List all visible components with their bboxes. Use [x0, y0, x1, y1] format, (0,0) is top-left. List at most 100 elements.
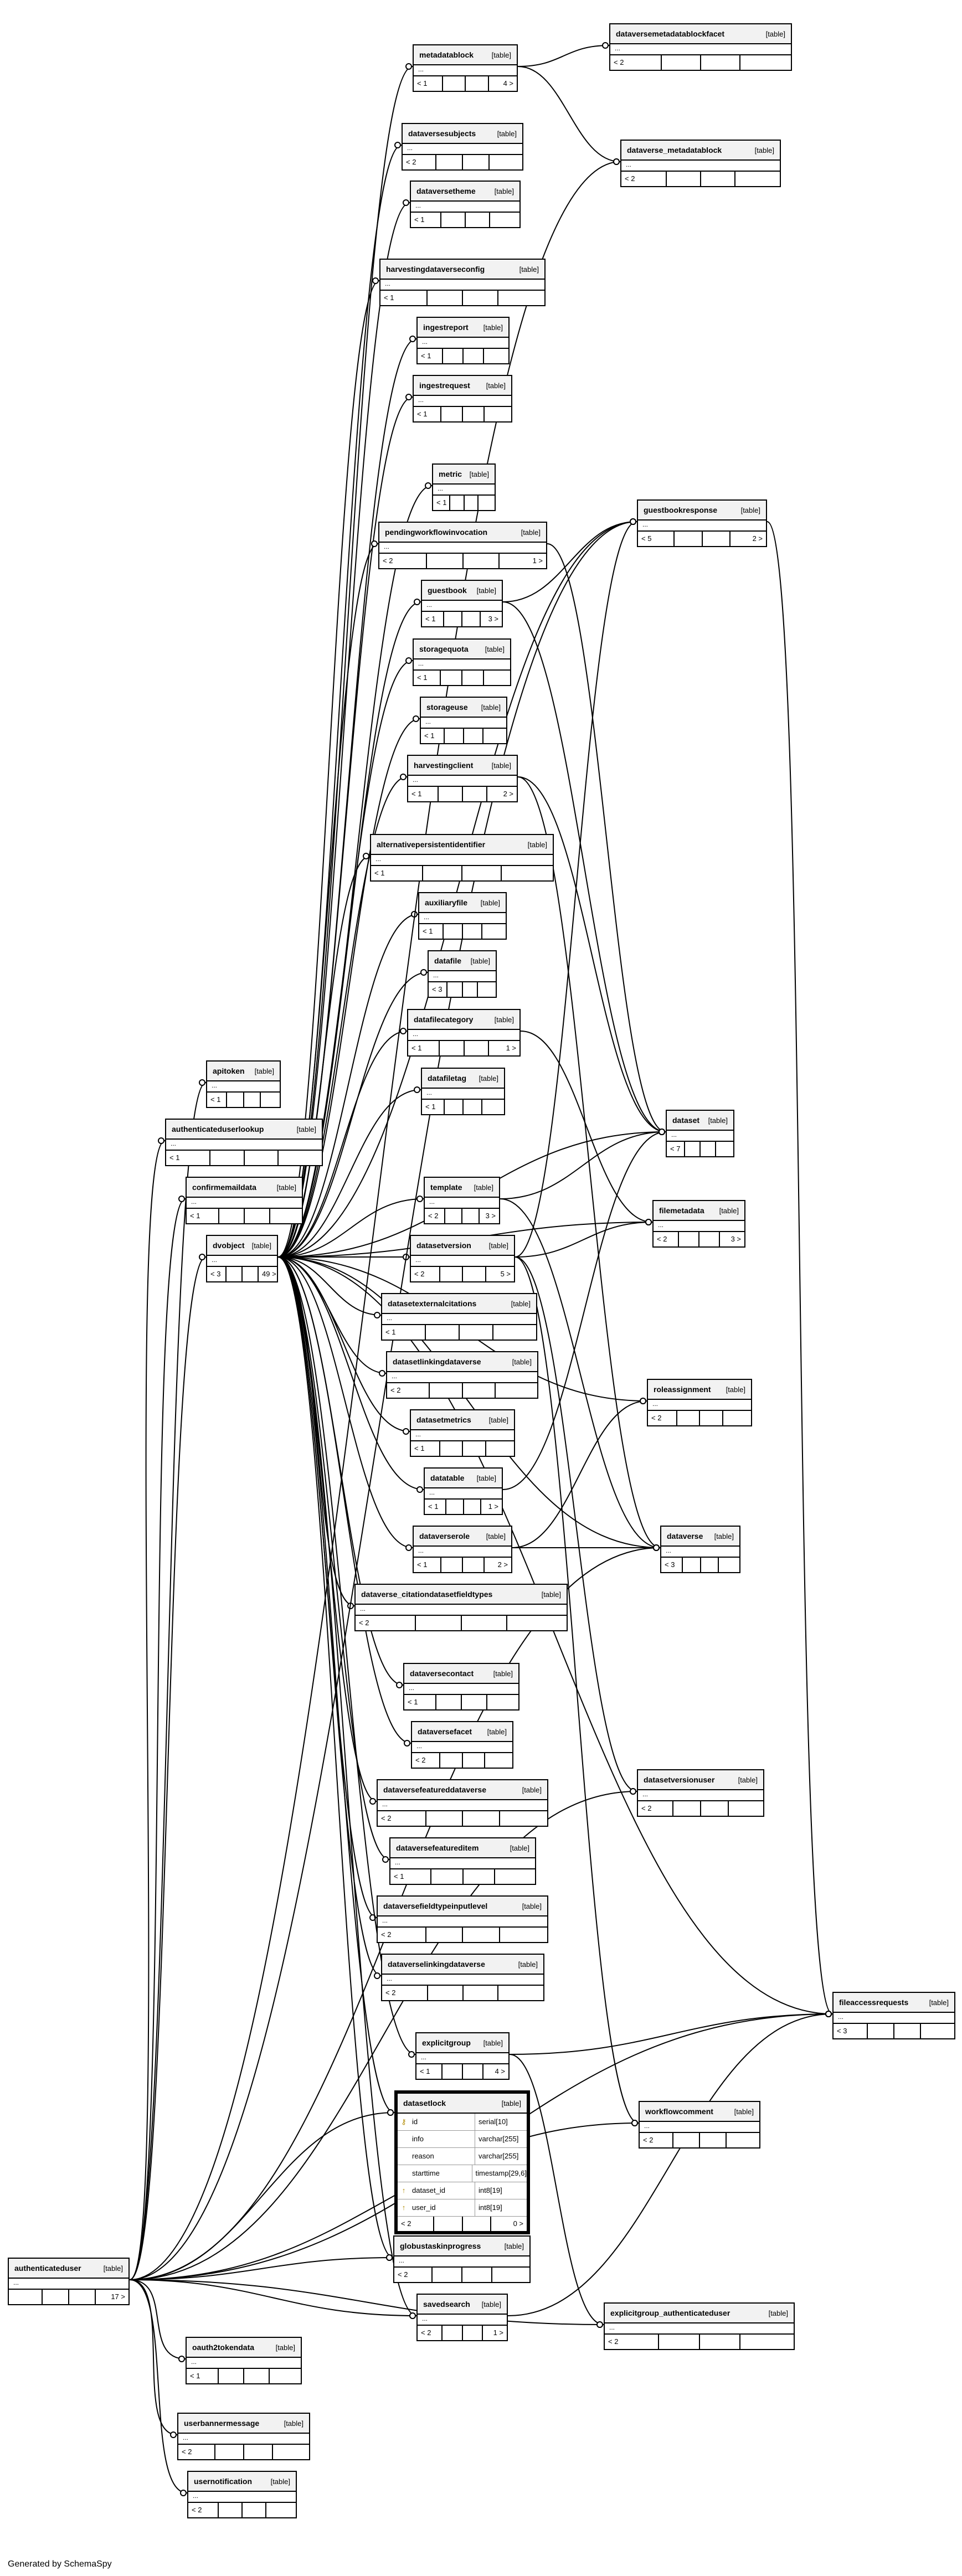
parent-count[interactable]: < 2 [382, 1986, 429, 2000]
parent-count[interactable]: < 3 [834, 2024, 868, 2038]
table-dataversefacet[interactable]: dataversefacet[table]...< 2 [411, 1721, 513, 1769]
table-name[interactable]: datasetlinkingdataverse [393, 1357, 481, 1366]
table-globustaskinprogress[interactable]: globustaskinprogress[table]...< 2 [393, 2235, 531, 2283]
table-name[interactable]: guestbook [428, 586, 467, 595]
parent-count[interactable]: < 5 [638, 532, 675, 546]
parent-count[interactable]: < 2 [379, 554, 428, 568]
table-metric[interactable]: metric[table]...< 1 [432, 463, 496, 511]
table-name[interactable]: dataversecontact [410, 1669, 474, 1678]
table-authenticateduserlookup[interactable]: authenticateduserlookup[table]...< 1 [165, 1119, 323, 1166]
child-count[interactable] [273, 2445, 309, 2459]
table-name[interactable]: dataversefieldtypeinputlevel [383, 1902, 488, 1910]
child-count[interactable] [495, 1869, 535, 1884]
parent-count[interactable]: < 2 [356, 1616, 416, 1630]
parent-count[interactable]: < 2 [412, 1753, 441, 1768]
table-usernotification[interactable]: usernotification[table]...< 2 [187, 2471, 297, 2518]
table-name[interactable]: confirmemaildata [192, 1183, 256, 1192]
table-dataset[interactable]: dataset[table]...< 7 [666, 1110, 734, 1157]
table-name[interactable]: harvestingdataverseconfig [386, 265, 485, 274]
table-name[interactable]: datasetexternalcitations [388, 1299, 477, 1308]
table-name[interactable]: dataversefeatureditem [396, 1843, 479, 1852]
table-confirmemaildata[interactable]: confirmemaildata[table]...< 1 [186, 1177, 303, 1224]
table-name[interactable]: filemetadata [659, 1206, 704, 1215]
parent-count[interactable]: < 3 [661, 1558, 683, 1572]
child-count[interactable] [484, 671, 510, 685]
table-name[interactable]: explicitgroup_authenticateduser [610, 2309, 730, 2317]
table-name[interactable]: datafile [434, 956, 462, 965]
table-name[interactable]: userbannermessage [184, 2419, 260, 2428]
child-count[interactable]: 2 > [503, 790, 513, 798]
child-count[interactable]: 0 > [513, 2219, 523, 2228]
parent-count[interactable]: < 1 [414, 1558, 441, 1572]
parent-count[interactable]: < 1 [422, 1100, 445, 1114]
parent-count[interactable]: < 1 [166, 1151, 211, 1165]
child-count[interactable]: 3 > [485, 1212, 496, 1220]
child-count[interactable]: 1 > [488, 1502, 498, 1511]
table-explicitgroup-authenticateduser[interactable]: explicitgroup_authenticateduser[table]..… [604, 2302, 795, 2350]
table-name[interactable]: datasetmetrics [416, 1415, 471, 1424]
table-name[interactable]: dataversefacet [418, 1727, 472, 1736]
child-count[interactable]: 2 > [752, 534, 763, 543]
table-authenticateduser[interactable]: authenticateduser[table]...17 > [8, 2258, 130, 2305]
table-apitoken[interactable]: apitoken[table]...< 1 [206, 1060, 281, 1108]
child-count[interactable] [490, 213, 519, 227]
child-count[interactable] [261, 1093, 280, 1107]
table-name[interactable]: authenticateduser [14, 2264, 81, 2273]
table-name[interactable]: harvestingclient [414, 761, 474, 770]
parent-count[interactable]: < 2 [621, 172, 667, 186]
table-name[interactable]: dvobject [213, 1241, 245, 1250]
table-name[interactable]: datatable [430, 1474, 465, 1482]
child-count[interactable] [487, 1695, 518, 1709]
child-count[interactable]: 2 > [497, 1560, 508, 1569]
parent-count[interactable]: < 2 [638, 1801, 674, 1816]
table-ingestreport[interactable]: ingestreport[table]...< 1 [416, 317, 510, 364]
table-name[interactable]: dataset [672, 1116, 700, 1125]
table-name[interactable]: usernotification [194, 2477, 253, 2486]
parent-count[interactable]: < 1 [419, 924, 444, 939]
child-count[interactable] [735, 172, 780, 186]
child-count[interactable] [719, 1558, 739, 1572]
child-count[interactable] [716, 1142, 733, 1156]
table-name[interactable]: roleassignment [654, 1385, 711, 1394]
child-count[interactable]: 49 > [262, 1270, 276, 1278]
table-dataversemetadatablockfacet[interactable]: dataversemetadatablockfacet[table]...< 2 [609, 23, 792, 71]
child-count[interactable] [478, 982, 496, 997]
child-count[interactable]: 4 > [495, 2067, 505, 2075]
child-count[interactable] [740, 55, 791, 70]
parent-count[interactable]: < 1 [408, 1041, 440, 1055]
parent-count[interactable]: < 2 [425, 1209, 446, 1223]
table-name[interactable]: datasetversion [416, 1241, 471, 1250]
table-datafiletag[interactable]: datafiletag[table]...< 1 [421, 1068, 505, 1115]
table-name[interactable]: datafiletag [428, 1074, 467, 1083]
child-count[interactable] [486, 1441, 515, 1456]
child-count[interactable] [723, 1411, 752, 1425]
table-oauth2tokendata[interactable]: oauth2tokendata[table]...< 1 [186, 2337, 302, 2384]
parent-count[interactable]: < 1 [433, 496, 450, 510]
child-count[interactable] [740, 2335, 794, 2349]
child-count[interactable]: 1 > [493, 2328, 503, 2337]
parent-count[interactable]: < 1 [418, 349, 444, 363]
parent-count[interactable]: < 1 [422, 612, 445, 626]
table-name[interactable]: dataverserole [419, 1532, 470, 1541]
parent-count[interactable]: < 2 [418, 2326, 443, 2340]
parent-count[interactable]: < 1 [207, 1093, 228, 1107]
child-count[interactable] [493, 1325, 536, 1339]
parent-count[interactable]: < 1 [416, 2064, 443, 2079]
child-count[interactable]: 4 > [503, 79, 513, 87]
parent-count[interactable]: < 1 [411, 213, 442, 227]
parent-count[interactable]: < 2 [605, 2335, 659, 2349]
child-count[interactable] [479, 496, 495, 510]
parent-count[interactable]: < 2 [188, 2503, 219, 2517]
table-datafile[interactable]: datafile[table]...< 3 [428, 950, 497, 998]
parent-count[interactable]: < 7 [667, 1142, 686, 1156]
table-auxiliaryfile[interactable]: auxiliaryfile[table]...< 1 [418, 892, 507, 940]
table-datasetexternalcitations[interactable]: datasetexternalcitations[table]...< 1 [381, 1293, 537, 1341]
parent-count[interactable] [9, 2290, 43, 2304]
table-storageuse[interactable]: storageuse[table]...< 1 [420, 697, 507, 744]
parent-count[interactable]: < 2 [378, 1811, 426, 1826]
